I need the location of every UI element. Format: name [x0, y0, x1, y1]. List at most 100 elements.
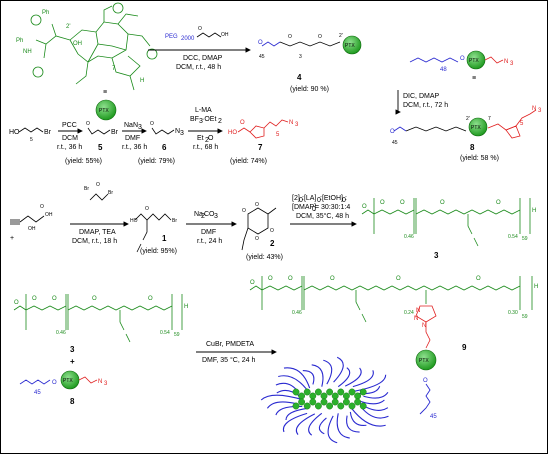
compound-8b-label: 8 [70, 397, 75, 406]
svg-text:O: O [255, 202, 259, 208]
svg-text:0: 0 [312, 206, 316, 213]
micelle-peg-chain [337, 367, 351, 388]
svg-text:5: 5 [520, 121, 524, 127]
svg-text:0: 0 [317, 197, 321, 204]
svg-text:O: O [440, 200, 445, 206]
bromopropionyl-bromide: Br Br O [84, 182, 113, 201]
nan3-line3: r.t., 36 h [122, 144, 147, 151]
micelle-peg-chain [318, 417, 327, 435]
micelle-peg-chain [295, 413, 316, 435]
graft-polymer-9: O O O O O O 0.46 0.24 0.30 59 H N N N PT… [249, 276, 538, 420]
micelle-peg-chain [344, 367, 362, 387]
micelle-peg-chain [302, 370, 315, 385]
peg-ptx-azide: O PTX N 3 48 ≡ [409, 50, 514, 82]
micelle-core-drug [303, 388, 311, 396]
svg-text:HO: HO [9, 129, 20, 136]
micelle-core-drug [331, 398, 339, 406]
click-line1: CuBr, PMDETA [206, 341, 254, 348]
aldehyde-5: O Br [86, 121, 119, 136]
micelle-core-drug [354, 398, 361, 406]
na2co3-line3: r.t., 24 h [197, 238, 222, 245]
svg-text:0: 0 [299, 197, 303, 204]
na2co3-line2: DMF [201, 229, 216, 236]
step1-line3: DCM, r.t., 48 h [176, 64, 221, 71]
product-5-yield: (yield: 55%) [65, 158, 102, 165]
lma-line2: BF [190, 116, 199, 123]
compound-1-yield: (yield: 95%) [140, 248, 177, 255]
svg-text:O: O [400, 200, 405, 206]
svg-text:3: 3 [138, 124, 142, 131]
product-4: O O O PTX 2' 45 3 [258, 33, 362, 60]
micelle-peg-chain [336, 413, 350, 439]
micelle-peg-chain [308, 412, 323, 436]
compound-1-label: 1 [162, 234, 167, 243]
svg-text:H: H [532, 208, 536, 214]
svg-text:N: N [414, 316, 418, 322]
compound-2: O O O O [241, 202, 277, 251]
bromoalcohol: HO Br 5 [9, 127, 52, 143]
svg-text:O: O [198, 26, 202, 32]
svg-text:O: O [423, 378, 428, 384]
micelle-core-drug [309, 398, 317, 406]
copolymer-3-bottom: O O O O O 0.46 0.54 59 H [13, 294, 188, 343]
svg-text:3: 3 [538, 108, 542, 114]
svg-text:Br: Br [44, 129, 52, 136]
micelle-core-drug [298, 398, 305, 406]
svg-text:O: O [148, 296, 153, 302]
svg-text:45: 45 [259, 54, 265, 60]
step1-line2: DCC, DMAP [183, 55, 223, 62]
svg-text:7: 7 [488, 116, 491, 122]
svg-text:PTX: PTX [469, 58, 479, 64]
svg-text:N: N [422, 323, 426, 329]
micelle-peg-chain [349, 411, 367, 427]
peg-ptx-azide-8: O PTX N 3 45 [19, 370, 108, 396]
svg-text:N: N [532, 106, 536, 112]
ptx-oh: OH [73, 41, 82, 47]
svg-text:O: O [496, 200, 501, 206]
lma-line1: L-MA [195, 107, 212, 114]
ptx-h: H [140, 78, 144, 84]
micelle-peg-chain [283, 367, 311, 389]
svg-text:O: O [288, 276, 293, 282]
svg-text:PTX: PTX [63, 378, 73, 384]
micelle-core-drug [354, 392, 361, 400]
svg-text:3: 3 [199, 118, 203, 125]
propargyl-hydroxy-acid: OH OH O [10, 204, 53, 232]
micelle-peg-chain [278, 375, 309, 393]
micelle-peg-chain [311, 364, 324, 387]
compound-1: HO Br O [130, 206, 177, 253]
plus-sign-1: + [10, 235, 14, 242]
micelle-core-drug [314, 388, 322, 396]
nan3-line1: NaN [124, 122, 138, 129]
plus-sign-2: + [70, 357, 75, 366]
svg-text:5: 5 [30, 137, 33, 143]
svg-text:O: O [14, 300, 19, 306]
micelle-peg-chain [360, 406, 389, 419]
micelle-core-drug [292, 402, 300, 410]
micelle-core-drug [331, 392, 339, 400]
ptx-equiv: ≡ [103, 89, 107, 96]
svg-text:O: O [145, 206, 149, 212]
compound-2-label: 2 [270, 239, 275, 248]
svg-text:0.54: 0.54 [160, 330, 170, 336]
step2-line1: DIC, DMAP [403, 93, 440, 100]
svg-text:O: O [396, 276, 401, 282]
svg-text:O: O [250, 280, 255, 286]
product-5-label: 5 [98, 143, 103, 152]
micelle-core-drug [359, 402, 367, 410]
micelle-core-drug [348, 388, 356, 396]
micelle-peg-chain [260, 394, 304, 401]
svg-text:O: O [380, 200, 385, 206]
ph-label-left: Ph [16, 38, 23, 44]
dioxolanone-7: HO N 3 O 5 [228, 119, 299, 139]
svg-text:O: O [390, 129, 395, 135]
svg-text:Br: Br [111, 129, 119, 136]
svg-text:N: N [98, 379, 102, 385]
svg-text:3: 3 [180, 130, 184, 137]
reagent-peg: PEG [165, 34, 178, 40]
svg-text:N: N [416, 308, 420, 314]
svg-text:O: O [150, 121, 154, 127]
ptx-structure: Ph Ph NH 2' 7 OH H ≡ PTX [16, 2, 158, 121]
micelle-core-drug [337, 402, 345, 410]
svg-text:Br: Br [172, 218, 177, 224]
